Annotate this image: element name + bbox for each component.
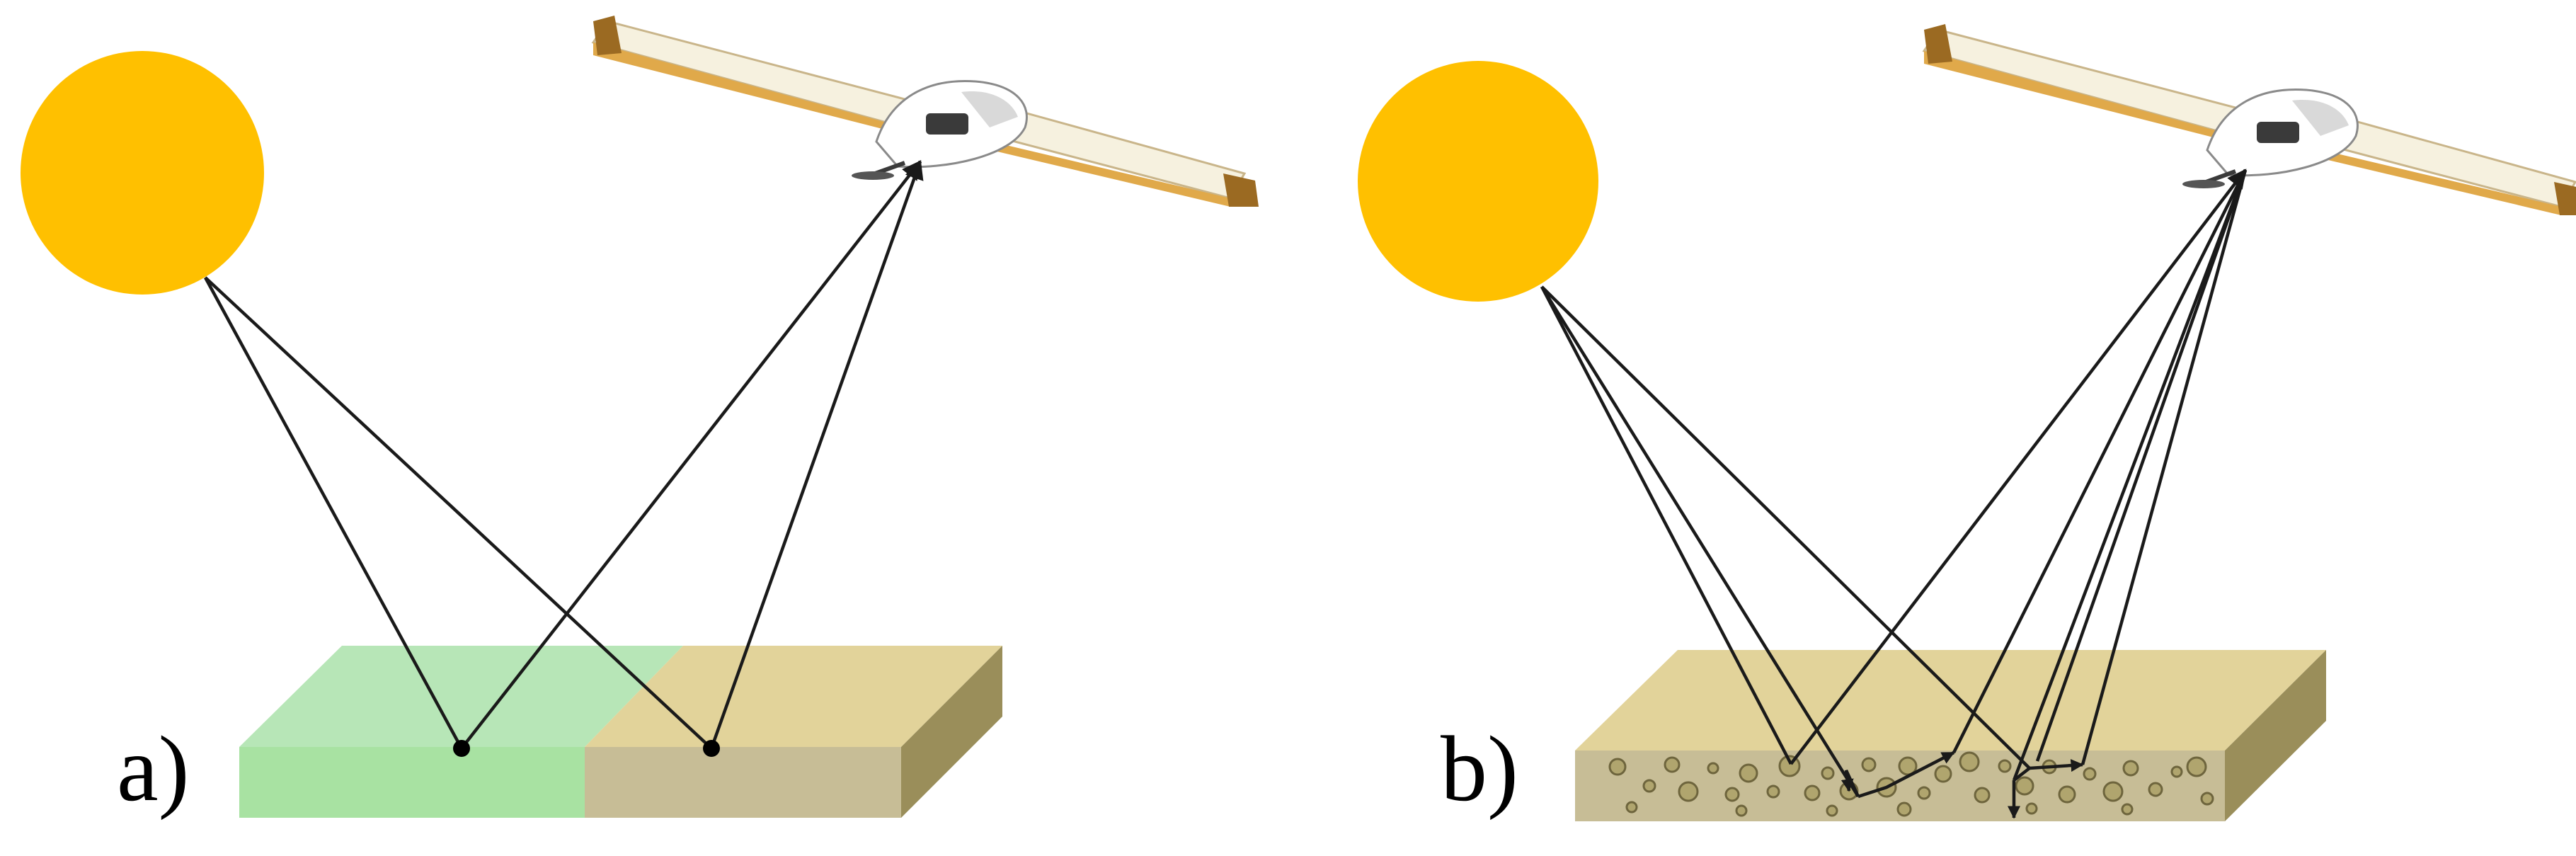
fixed-wing-uav-icon bbox=[1924, 24, 2576, 215]
panel-label-b: b) bbox=[1441, 717, 1518, 821]
sun-icon bbox=[1358, 61, 1598, 302]
incident-ray bbox=[1540, 285, 2031, 770]
soil-top bbox=[1575, 650, 2326, 751]
panel-a: a) bbox=[21, 16, 1259, 821]
soil-front bbox=[585, 747, 901, 818]
fixed-wing-uav-icon bbox=[593, 16, 1259, 207]
incident-ray bbox=[1540, 285, 1860, 798]
reflected-ray bbox=[2035, 169, 2248, 762]
scattered-ray bbox=[2013, 767, 2031, 782]
reflected-ray bbox=[460, 160, 922, 750]
scattered-ray bbox=[1841, 770, 1860, 797]
soil-top bbox=[585, 646, 1002, 747]
reflection-point bbox=[453, 740, 470, 757]
incident-ray bbox=[1540, 285, 1792, 765]
reflected-ray bbox=[2080, 169, 2248, 765]
reflected-ray bbox=[2012, 169, 2248, 781]
incident-ray bbox=[204, 276, 463, 750]
reflection-point bbox=[703, 740, 720, 757]
soil-side bbox=[901, 646, 1002, 818]
vegetation-front bbox=[239, 747, 585, 818]
panel-b: b) bbox=[1358, 24, 2576, 821]
soil-side bbox=[2225, 650, 2326, 821]
panel-label-a: a) bbox=[117, 717, 190, 821]
ground-block bbox=[239, 646, 1002, 818]
sun-icon bbox=[21, 51, 264, 295]
reflected-ray bbox=[709, 159, 924, 749]
reflected-ray bbox=[1790, 169, 2247, 765]
reflected-ray bbox=[1952, 169, 2248, 754]
scattered-ray bbox=[2029, 759, 2084, 772]
vegetation-top bbox=[239, 646, 683, 747]
incident-ray bbox=[204, 276, 713, 750]
scattered-ray bbox=[1857, 751, 1955, 799]
